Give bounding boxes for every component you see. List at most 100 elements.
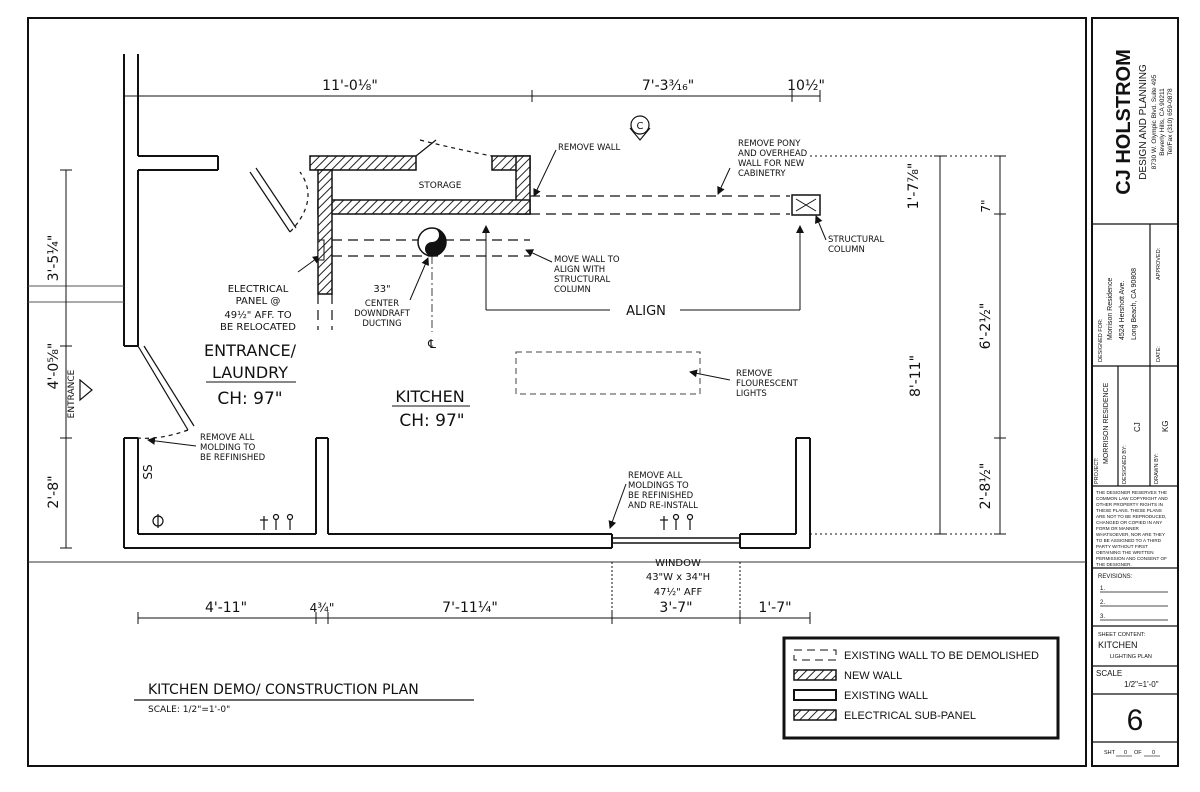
legend-item-sub-panel: ELECTRICAL SUB-PANEL — [844, 710, 976, 722]
disclaimer-line: CHANGED OR COPIED IN ANY — [1096, 520, 1162, 525]
note-lights-3: LIGHTS — [736, 389, 767, 399]
title-block-grid — [1092, 223, 1178, 743]
note-remove-pony-1: REMOVE PONY — [738, 139, 801, 149]
outlet-symbols — [152, 513, 694, 530]
firm-subtitle: DESIGN AND PLANNING — [1138, 64, 1149, 180]
dimension-lines — [60, 90, 1006, 624]
note-moldings-4: AND RE-INSTALL — [628, 501, 698, 511]
revision-2: 2. — [1100, 600, 1105, 606]
sheet-sub: LIGHTING PLAN — [1110, 654, 1152, 660]
dim-left-3: 2'-8" — [46, 475, 62, 508]
dim-bottom-2: 4¾" — [310, 601, 335, 615]
disclaimer-line: TO BE ASSIGNED TO A THIRD — [1096, 538, 1162, 543]
plan-title: KITCHEN DEMO/ CONSTRUCTION PLAN — [148, 682, 419, 698]
disclaimer: THE DESIGNER RESERVES THE COMMON LAW COP… — [1096, 490, 1168, 567]
note-moldings-1: REMOVE ALL — [628, 471, 683, 481]
sheet-content: KITCHEN — [1098, 640, 1138, 650]
note-downdraft-4: DUCTING — [362, 319, 401, 329]
fluorescent-light — [515, 351, 701, 395]
note-molding-2: MOLDING TO — [200, 443, 256, 453]
designed-for-label: DESIGNED FOR: — [1098, 318, 1104, 362]
sheet-content-label: SHEET CONTENT: — [1098, 632, 1146, 638]
centerline-mark: ℄ — [427, 337, 436, 351]
date-label: DATE: — [1156, 346, 1162, 362]
dim-top-left: 11'-0⅛" — [322, 78, 378, 94]
designed-by-value: CJ — [1133, 422, 1142, 432]
sht-total: 0 — [1152, 750, 1155, 756]
disclaimer-line: COMMON LAW COPYRIGHT AND — [1096, 496, 1168, 501]
note-electrical-1: ELECTRICAL — [228, 284, 289, 295]
structural-column — [791, 194, 821, 216]
disclaimer-line: OTHER PROPERTY RIGHTS IN — [1096, 502, 1163, 507]
storage-label: STORAGE — [419, 181, 462, 191]
drawing-border — [27, 17, 1087, 767]
entrance-side-label: ENTRANCE — [67, 369, 77, 418]
note-move-wall-2: ALIGN WITH — [554, 265, 605, 275]
revisions-label: REVISIONS: — [1098, 574, 1133, 580]
designed-by-label: DESIGNED BY: — [1122, 445, 1128, 484]
title-block-border — [1091, 17, 1179, 767]
note-downdraft-2: CENTER — [365, 299, 399, 309]
note-remove-pony-2: AND OVERHEAD — [738, 149, 808, 159]
sht-label: SHT — [1104, 750, 1116, 756]
note-electrical-4: BE RELOCATED — [220, 322, 296, 333]
note-window-3: 47½" AFF — [654, 586, 703, 598]
disclaimer-line: WHATSOEVER, NOR ARE THEY — [1096, 532, 1165, 537]
disclaimer-line: ARE NOT TO BE REPRODUCED, — [1096, 514, 1166, 519]
firm-address2: Beverly Hills, CA 90211 — [1159, 88, 1166, 156]
disclaimer-line: FORM OR MANNER — [1096, 526, 1140, 531]
dim-bottom-5: 1'-7" — [758, 600, 791, 616]
leader-arrows — [147, 149, 827, 529]
client-address2: Long Beach, CA 90808 — [1131, 268, 1138, 340]
room-kitchen-name: KITCHEN — [395, 387, 464, 406]
entrance-arrow-icon — [79, 378, 93, 402]
legend-item-existing-wall: EXISTING WALL — [844, 690, 928, 702]
revision-3: 3. — [1100, 614, 1105, 620]
firm-name: CJ HOLSTROM — [1113, 49, 1135, 195]
legend-box — [782, 636, 1060, 740]
firm-address1: 8730 W. Olympic Blvd. Suite 495 — [1151, 74, 1158, 169]
dim-bottom-3: 7'-11¼" — [442, 600, 498, 616]
note-molding-3: BE REFINISHED — [200, 453, 266, 463]
project-name: MORRISON RESIDENCE — [1103, 382, 1110, 464]
client-address1: 4524 Hershott Ave. — [1119, 281, 1126, 340]
existing-walls — [123, 54, 811, 549]
dim-top-right: 10½" — [787, 78, 825, 94]
firm-phone: Tel/Fax (310) 659-0878 — [1167, 88, 1174, 156]
dim-right-4: 8'-11" — [908, 355, 924, 397]
dim-left-1: 3'-5¼" — [46, 235, 62, 282]
scale-label: SCALE — [1096, 669, 1122, 678]
note-align: ALIGN — [626, 304, 666, 319]
window-opening — [612, 537, 740, 544]
disclaimer-line: THE DESIGNER. — [1096, 562, 1132, 567]
dim-right-3: 6'-2½" — [978, 303, 994, 350]
room-entrance-line1: ENTRANCE/ — [204, 341, 297, 360]
revision-1: 1. — [1100, 586, 1105, 592]
dim-bottom-1: 4'-11" — [205, 600, 247, 616]
approved-label: APPROVED: — [1156, 247, 1162, 280]
project-label: PROJECT: — [1094, 457, 1100, 484]
room-kitchen-ch: CH: 97" — [399, 411, 464, 431]
note-moldings-3: BE REFINISHED — [628, 491, 694, 501]
note-downdraft-1: 33" — [373, 284, 390, 295]
disclaimer-line: OBTAINING THE WRITTEN — [1096, 550, 1154, 555]
legend-item-new-wall: NEW WALL — [844, 670, 902, 682]
note-structural-1: STRUCTURAL — [828, 235, 884, 245]
drawn-by-value: KG — [1161, 420, 1170, 432]
note-electrical-2: PANEL @ — [236, 296, 281, 307]
note-downdraft-3: DOWNDRAFT — [354, 309, 411, 319]
note-lights-2: FLOURESCENT — [736, 379, 799, 389]
plan-scale: SCALE: 1/2"=1'-0" — [148, 705, 230, 715]
client-name: Morrison Residence — [1107, 278, 1114, 340]
dim-right-1: 1'-7⅞" — [906, 163, 922, 210]
note-molding-1: REMOVE ALL — [200, 433, 255, 443]
legend-item-demolished: EXISTING WALL TO BE DEMOLISHED — [844, 650, 1039, 662]
note-moldings-2: MOLDINGS TO — [628, 481, 689, 491]
note-remove-pony-3: WALL FOR NEW — [738, 159, 805, 169]
room-entrance-line2: LAUNDRY — [212, 363, 288, 382]
note-move-wall-3: STRUCTURAL — [554, 275, 610, 285]
disclaimer-line: THESE PLANS. THESE PLANS — [1096, 508, 1162, 513]
room-entrance-ch: CH: 97" — [217, 389, 282, 409]
note-move-wall-4: COLUMN — [554, 285, 591, 295]
